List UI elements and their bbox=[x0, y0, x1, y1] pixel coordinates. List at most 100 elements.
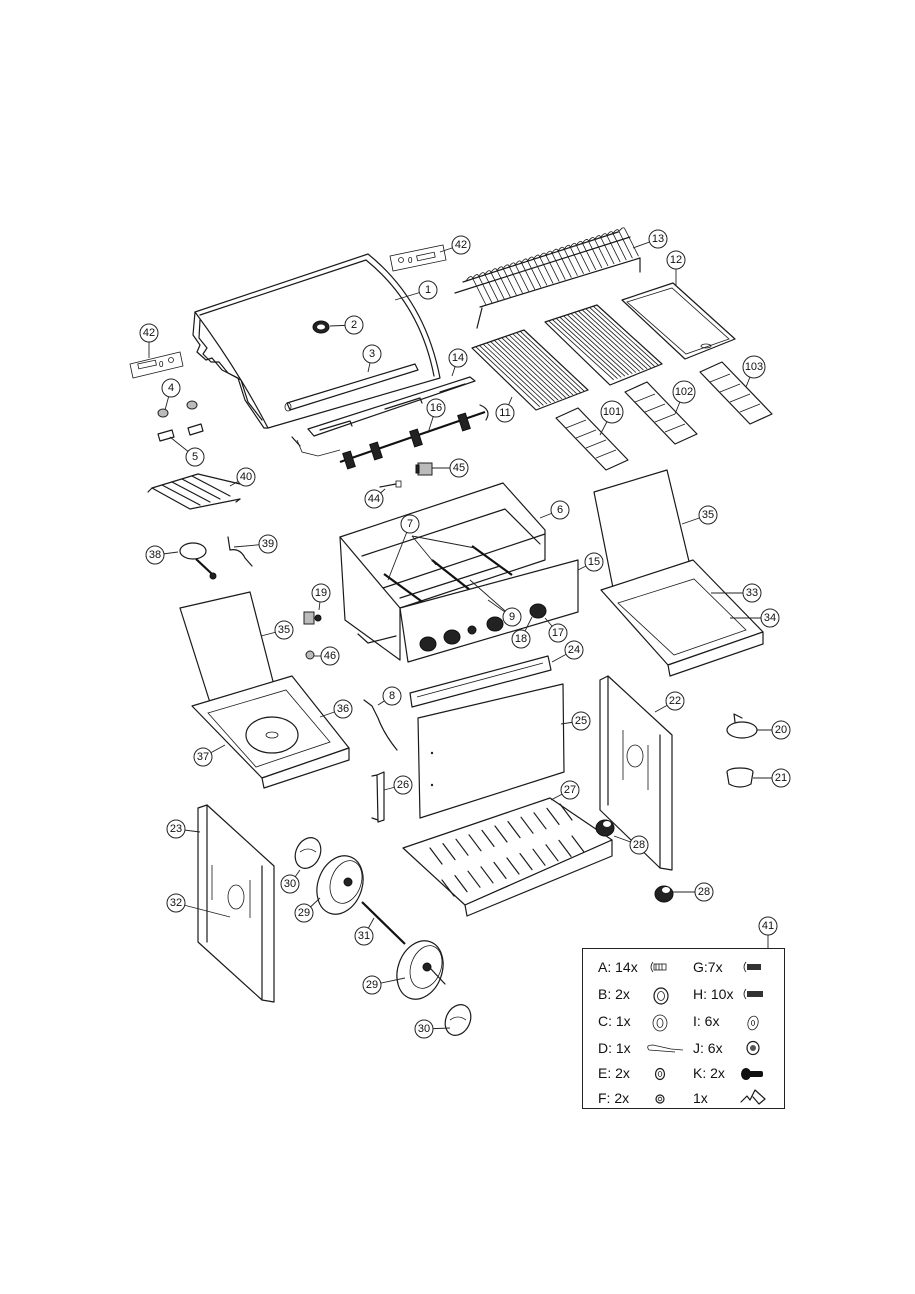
callout-circle bbox=[495, 403, 515, 423]
part-13-warming-rack bbox=[454, 227, 641, 329]
callout-101: 101 bbox=[600, 400, 624, 424]
callout-label: 6 bbox=[557, 504, 563, 516]
part-45-fitting bbox=[415, 462, 433, 476]
callout-circle bbox=[600, 400, 624, 424]
callout-30a: 30 bbox=[280, 874, 300, 894]
part-25-door bbox=[417, 683, 565, 819]
callout-16: 16 bbox=[426, 398, 446, 418]
shelf-slot bbox=[442, 842, 456, 861]
callout-label: 15 bbox=[588, 556, 600, 568]
callout-label: 5 bbox=[192, 451, 198, 463]
wrench-icon bbox=[740, 1089, 766, 1105]
callout-label: 30 bbox=[418, 1023, 430, 1035]
hw-item-f: F: 2x bbox=[598, 1090, 630, 1106]
grate-bar bbox=[482, 343, 548, 405]
callout-circle bbox=[382, 686, 402, 706]
callout-circle bbox=[550, 500, 570, 520]
callout-24: 24 bbox=[564, 640, 584, 660]
grate-bar bbox=[581, 309, 648, 370]
part-20-hook bbox=[726, 713, 758, 739]
hw-item-c: C: 1x bbox=[598, 1013, 631, 1029]
part-31-axle bbox=[361, 901, 446, 985]
hardware-kit-box: A: 14x B: 2x C: 1x D: 1x E: 2x F: 2x G:7… bbox=[582, 948, 785, 1109]
callout-circle bbox=[629, 835, 649, 855]
leader-line-7-1 bbox=[411, 535, 476, 549]
hw-item-h: H: 10x bbox=[693, 986, 734, 1002]
callout-103: 103 bbox=[742, 355, 766, 379]
callout-circle bbox=[448, 348, 468, 368]
callout-30b: 30 bbox=[414, 1019, 434, 1039]
callout-circle bbox=[236, 467, 256, 487]
callout-circle bbox=[451, 235, 471, 255]
callout-label: 46 bbox=[324, 650, 336, 662]
callout-circle bbox=[564, 640, 584, 660]
rack-wire bbox=[483, 270, 505, 300]
callout-46: 46 bbox=[320, 646, 340, 666]
part-38-side-burner bbox=[179, 542, 217, 580]
callout-label: 20 bbox=[775, 724, 787, 736]
callout-44: 44 bbox=[364, 489, 384, 509]
bolt-icon bbox=[743, 961, 761, 973]
callout-circle bbox=[418, 280, 438, 300]
part-29-wheel-top bbox=[316, 855, 364, 915]
shelf-slot bbox=[519, 852, 533, 871]
leader-line-7 bbox=[387, 523, 411, 581]
callout-circle bbox=[294, 903, 314, 923]
rack-wire bbox=[544, 250, 566, 280]
part-23-left-frame bbox=[197, 804, 275, 1003]
part-4-nuts bbox=[157, 400, 198, 418]
callout-14: 14 bbox=[448, 348, 468, 368]
callout-3: 3 bbox=[362, 344, 382, 364]
nut-icon bbox=[655, 1094, 665, 1104]
callout-4: 4 bbox=[161, 378, 181, 398]
callout-label: 17 bbox=[552, 627, 564, 639]
callout-label: 8 bbox=[389, 690, 395, 702]
shelf-slot bbox=[533, 812, 547, 830]
callout-circle bbox=[145, 545, 165, 565]
callout-6: 6 bbox=[550, 500, 570, 520]
callout-label: 42 bbox=[143, 327, 155, 339]
rack-wire bbox=[557, 246, 578, 276]
part-103-heat-tent bbox=[699, 361, 773, 425]
long-bolt-icon bbox=[743, 988, 763, 1000]
rack-wire bbox=[612, 229, 633, 259]
callout-label: 1 bbox=[425, 284, 431, 296]
part-24-trim bbox=[409, 655, 552, 708]
callout-label: 34 bbox=[764, 612, 776, 624]
callout-label: 21 bbox=[775, 772, 787, 784]
grate-bar bbox=[520, 330, 585, 392]
rack-wire bbox=[581, 239, 603, 269]
callout-37: 37 bbox=[193, 747, 213, 767]
rack-wire bbox=[569, 242, 591, 273]
part-102-heat-tent bbox=[624, 381, 698, 445]
callout-8: 8 bbox=[382, 686, 402, 706]
callout-label: 103 bbox=[745, 361, 763, 373]
callout-45: 45 bbox=[449, 458, 469, 478]
callout-label: 22 bbox=[669, 695, 681, 707]
screw-icon bbox=[650, 961, 667, 973]
callout-21: 21 bbox=[771, 768, 791, 788]
leader-line-7-0 bbox=[411, 535, 437, 566]
part-36-left-side-shelf bbox=[191, 675, 350, 789]
grate-bar bbox=[563, 315, 629, 376]
callout-36: 36 bbox=[333, 699, 353, 719]
part-26-door-handle bbox=[371, 771, 385, 823]
shelf-slot bbox=[558, 839, 572, 858]
callout-label: 9 bbox=[509, 611, 515, 623]
callout-label: 12 bbox=[670, 254, 682, 266]
callouts: 1234567891112131415161718192021222324252… bbox=[139, 229, 791, 1039]
callout-circle bbox=[362, 975, 382, 995]
grate-bar bbox=[567, 314, 633, 375]
rack-wire bbox=[471, 274, 493, 304]
callout-27: 27 bbox=[560, 780, 580, 800]
callout-39: 39 bbox=[258, 534, 278, 554]
grate-bar bbox=[508, 334, 574, 396]
callout-label: 11 bbox=[499, 407, 510, 419]
callout-label: 29 bbox=[298, 907, 310, 919]
shelf-slot bbox=[468, 834, 482, 852]
callout-label: 102 bbox=[675, 386, 693, 398]
callout-circle bbox=[139, 323, 159, 343]
callout-29b: 29 bbox=[362, 975, 382, 995]
rack-wire bbox=[575, 241, 597, 271]
hw-item-e: E: 2x bbox=[598, 1065, 630, 1081]
